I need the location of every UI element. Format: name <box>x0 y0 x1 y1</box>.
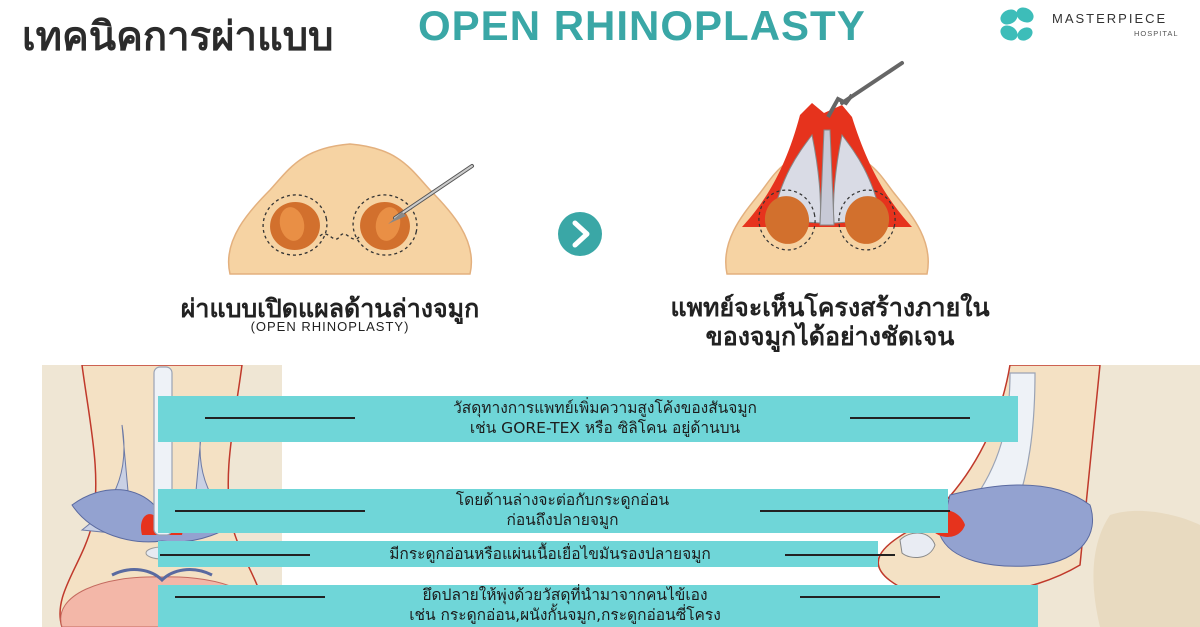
leader-line <box>800 596 940 598</box>
leader-line <box>175 596 325 598</box>
step2-caption-line2: ของจมูกได้อย่างชัดเจน <box>705 322 955 351</box>
brand-name: MASTERPIECE <box>1052 11 1168 26</box>
logo-leaf-icon <box>1000 7 1034 41</box>
title-thai: เทคนิคการผ่าแบบ <box>22 14 334 60</box>
leader-line <box>175 510 365 512</box>
leader-line <box>205 417 355 419</box>
nose-open-incision-illustration <box>227 143 474 275</box>
leader-line <box>160 554 310 556</box>
side-nose-anatomy-illustration <box>877 365 1200 627</box>
label-4-line1: ยึดปลายให้พุ่งด้วยวัสดุที่นำมาจากคนไข้เอ… <box>422 586 708 604</box>
nose-internal-structure-illustration <box>725 61 929 275</box>
retractor-icon <box>826 61 904 118</box>
leader-line <box>785 554 895 556</box>
label-1-line1: วัสดุทางการแพทย์เพิ่มความสูงโค้งของสันจม… <box>453 399 757 417</box>
label-3-line1: มีกระดูกอ่อนหรือแผ่นเนื้อเยื่อไขมันรองปล… <box>389 545 711 563</box>
leader-line <box>850 417 970 419</box>
leader-line <box>760 510 950 512</box>
label-2-line1: โดยด้านล่างจะต่อกับกระดูกอ่อน <box>455 491 670 509</box>
label-band-4 <box>158 585 1038 627</box>
title-english: OPEN RHINOPLASTY <box>418 2 866 49</box>
scalpel-icon <box>388 164 474 224</box>
label-2-line2: ก่อนถึงปลายจมูก <box>506 511 619 529</box>
brand-subtitle: HOSPITAL <box>1134 29 1179 38</box>
step1-caption: ผ่าแบบเปิดแผลด้านล่างจมูก <box>180 294 480 323</box>
step2-caption-line1: แพทย์จะเห็นโครงสร้างภายใน <box>670 293 990 322</box>
label-band-1 <box>158 396 1018 442</box>
arrow-right-icon <box>558 212 602 256</box>
label-4-line2: เช่น กระดูกอ่อน,ผนังกั้นจมูก,กระดูกอ่อนซ… <box>409 606 721 624</box>
label-1-line2: เช่น GORE-TEX หรือ ซิลิโคน อยู่ด้านบน <box>469 419 741 437</box>
step1-subcaption: (OPEN RHINOPLASTY) <box>250 319 410 334</box>
